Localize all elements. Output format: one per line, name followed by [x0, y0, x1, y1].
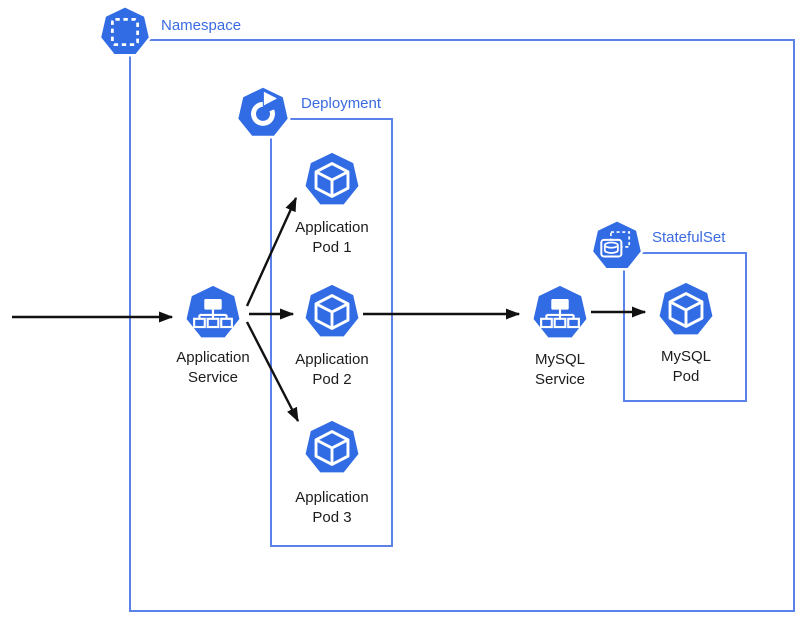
app-service-label-line2: Service [187, 369, 239, 386]
mysql-service-label: MySQL Service [490, 350, 630, 390]
app-pod-1-label-line1: Application [295, 219, 369, 236]
arrow-app-service-to-pod-1 [245, 196, 298, 307]
deployment-box [270, 118, 393, 547]
app-pod-3-label-line2: Pod 3 [312, 509, 352, 526]
namespace-icon [98, 5, 152, 59]
deployment-icon [235, 85, 291, 141]
deployment-label: Deployment [301, 95, 382, 112]
statefulset-box [623, 252, 747, 402]
app-pod-2-label: Application Pod 2 [262, 350, 402, 390]
service-icon [530, 283, 590, 343]
mysql-service-label-line1: MySQL [534, 351, 585, 368]
pod-icon [302, 282, 362, 342]
mysql-pod-label-line1: MySQL [660, 348, 711, 365]
namespace-label: Namespace [161, 17, 242, 34]
app-service-label: Application Service [143, 348, 283, 388]
service-icon [183, 283, 243, 343]
app-pod-3-label-line1: Application [295, 489, 369, 506]
pod-icon [302, 150, 362, 210]
app-pod-2-label-line1: Application [295, 351, 369, 368]
mysql-pod-label: MySQL Pod [616, 347, 756, 387]
namespace-box [129, 39, 795, 612]
statefulset-icon [590, 219, 644, 273]
mysql-service-label-line2: Service [534, 371, 586, 388]
pod-icon [656, 280, 716, 340]
app-pod-2-label-line2: Pod 2 [312, 371, 352, 388]
mysql-pod-label-line2: Pod [672, 368, 700, 385]
statefulset-label: StatefulSet [652, 229, 726, 246]
pod-icon [302, 418, 362, 478]
app-pod-3-label: Application Pod 3 [262, 488, 402, 528]
app-pod-1-label-line2: Pod 1 [312, 239, 352, 256]
arrow-app-service-to-pod-3 [245, 321, 300, 423]
app-pod-1-label: Application Pod 1 [262, 218, 402, 258]
app-service-label-line1: Application [176, 349, 250, 366]
